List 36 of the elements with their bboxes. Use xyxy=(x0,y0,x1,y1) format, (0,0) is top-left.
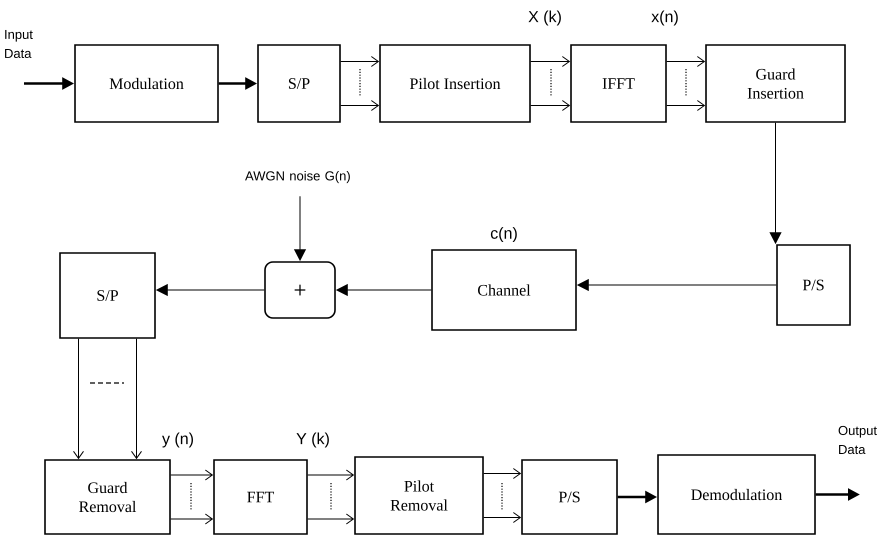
arrow xyxy=(307,470,354,480)
adder-box: + xyxy=(264,261,336,319)
process-box: Modulation xyxy=(74,44,219,123)
arrow xyxy=(483,512,522,523)
process-box: S/P xyxy=(257,44,341,123)
arrow xyxy=(340,56,380,67)
process-box: Channel xyxy=(431,249,577,331)
process-box: S/P xyxy=(59,252,156,339)
arrow xyxy=(73,338,84,460)
output-label: Output Data xyxy=(838,426,877,454)
process-box: Pilot Insertion xyxy=(379,44,531,123)
process-box: Pilot Removal xyxy=(354,456,484,535)
process-box: FFT xyxy=(213,459,308,535)
process-box: P/S xyxy=(521,459,618,535)
arrow xyxy=(530,56,570,67)
arrow xyxy=(170,514,214,524)
noise-label: AWGN noise G(n) xyxy=(245,170,350,184)
arrow xyxy=(666,100,706,111)
signal-label: Y (k) xyxy=(296,432,329,448)
process-box: P/S xyxy=(776,244,851,326)
signal-label: X (k) xyxy=(528,10,561,26)
process-box: Guard Removal xyxy=(44,459,171,535)
arrow xyxy=(483,468,522,479)
signal-label: y (n) xyxy=(162,432,193,448)
arrow xyxy=(340,100,380,111)
process-box: Demodulation xyxy=(657,454,816,535)
signal-label: x(n) xyxy=(651,10,678,26)
arrow xyxy=(530,100,570,111)
arrow xyxy=(307,514,354,524)
process-box: IFFT xyxy=(570,44,667,123)
arrow xyxy=(131,338,142,460)
input-label: Input Data xyxy=(5,30,33,58)
process-box: Guard Insertion xyxy=(705,44,846,123)
arrow xyxy=(170,470,214,480)
arrow xyxy=(666,56,706,67)
signal-label: c(n) xyxy=(490,227,517,242)
